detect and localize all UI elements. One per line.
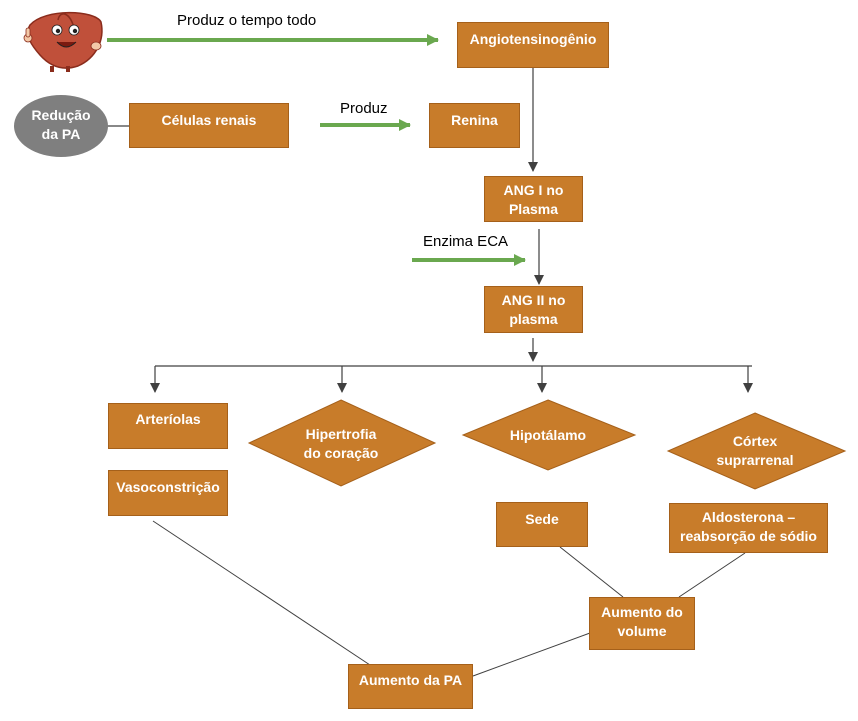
ang2-box: ANG II no plasma (484, 286, 583, 333)
sede-label: Sede (525, 511, 559, 527)
renina-label: Renina (451, 112, 498, 128)
celulas-renais-box: Células renais (129, 103, 289, 148)
line-volume-to-pa (472, 632, 591, 677)
renina-box: Renina (429, 103, 520, 148)
aumento-pa-box: Aumento da PA (348, 664, 473, 709)
vasoconstricao-box: Vasoconstrição (108, 470, 228, 516)
label-enzima-eca: Enzima ECA (423, 233, 509, 250)
label-produz: Produz (340, 100, 388, 117)
line-vaso-to-pa (152, 520, 371, 666)
hipotalamo-diamond (461, 399, 637, 471)
sede-box: Sede (496, 502, 588, 547)
liver-mascot-icon (23, 11, 103, 72)
aldosterona-box: Aldosterona – reabsorção de sódio (669, 503, 828, 553)
aumento-volume-label: Aumento do volume (601, 604, 683, 639)
angiotensinogenio-box: Angiotensinogênio (457, 22, 609, 68)
reducao-pa-ellipse (14, 95, 108, 157)
hipertrofia-diamond (247, 399, 437, 487)
reducao-pa-text: Redução da PA (31, 107, 91, 142)
arteriolas-box: Arteríolas (108, 403, 228, 449)
cortex-diamond (666, 412, 847, 490)
ang2-label: ANG II no plasma (501, 292, 566, 327)
hipertrofia-label: Hipertrofia do coração (303, 426, 379, 461)
ang1-label: ANG I no Plasma (503, 182, 564, 217)
line-aldosterona-to-volume (678, 552, 746, 598)
cortex-label: Córtex suprarrenal (716, 433, 794, 468)
celulas-renais-label: Células renais (161, 112, 257, 128)
vasoconstricao-label: Vasoconstrição (116, 479, 220, 495)
aumento-volume-box: Aumento do volume (589, 597, 695, 650)
label-produz-tempo-todo: Produz o tempo todo (177, 12, 317, 29)
ang1-box: ANG I no Plasma (484, 176, 583, 222)
hipotalamo-label: Hipotálamo (509, 427, 587, 443)
arteriolas-label: Arteríolas (135, 411, 201, 427)
aumento-pa-label: Aumento da PA (358, 672, 463, 688)
line-sede-to-volume (559, 546, 624, 598)
angiotensinogenio-label: Angiotensinogênio (469, 31, 597, 47)
aldosterona-label: Aldosterona – reabsorção de sódio (680, 509, 817, 544)
